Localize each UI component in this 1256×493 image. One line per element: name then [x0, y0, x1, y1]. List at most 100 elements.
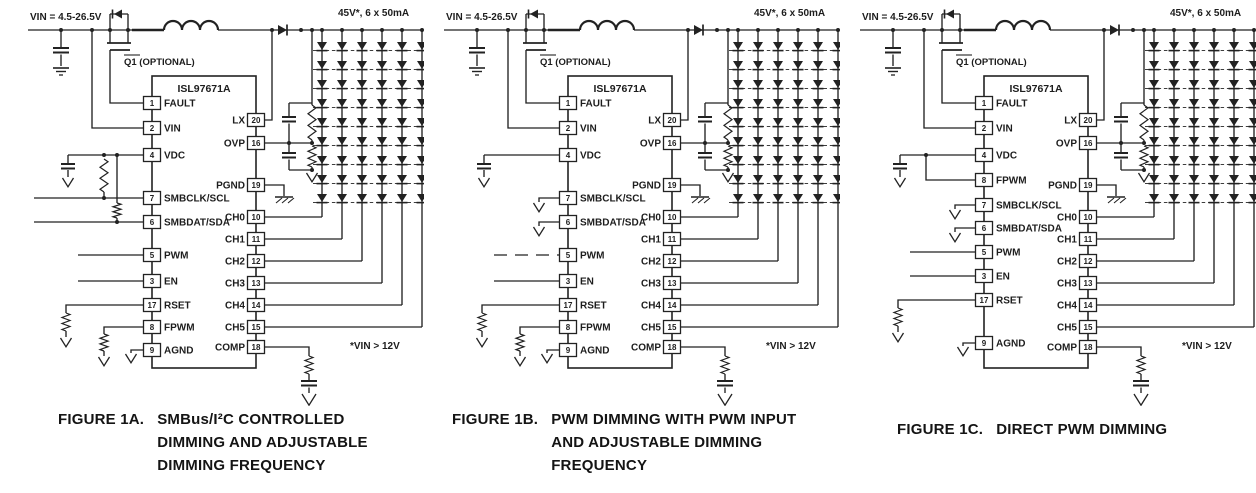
ic-title: ISL97671A — [593, 83, 647, 95]
pin-number-6: 6 — [566, 218, 571, 227]
caption-line: SMBus/I²C CONTROLLED — [157, 411, 345, 428]
q1-pass-fet: Q1 (OPTIONAL) — [107, 9, 195, 68]
pin-label-vin: VIN — [580, 124, 597, 135]
pin-number-4: 4 — [150, 151, 155, 160]
pin-box-fpwm — [558, 319, 578, 335]
pin-label-smbdat/sda: SMBDAT/SDA — [996, 224, 1062, 235]
q1-label: Q1 (OPTIONAL) — [540, 57, 611, 68]
pin-box-vin — [974, 120, 994, 136]
pin-label-rset: RSET — [164, 301, 191, 312]
pin-number-17: 17 — [564, 301, 573, 310]
pin-label-rset: RSET — [996, 296, 1023, 307]
pin-number-3: 3 — [150, 277, 155, 286]
vin-note: *VIN > 12V — [350, 341, 400, 352]
pin-box-agnd — [558, 342, 578, 358]
pin-box-pgnd — [662, 177, 682, 193]
caption-line: DIMMING FREQUENCY — [157, 457, 326, 474]
q1-pass-fet: Q1 (OPTIONAL) — [939, 9, 1027, 68]
pin-label-ch3: CH3 — [641, 279, 661, 290]
pin-box-smbdat/sda — [142, 214, 162, 230]
pin-number-5: 5 — [566, 251, 571, 260]
pin-box-smbclk/scl — [142, 190, 162, 206]
pin-number-11: 11 — [252, 235, 261, 244]
pin-number-3: 3 — [982, 272, 987, 281]
pin-box-ch0 — [246, 209, 266, 225]
pin-label-fault: FAULT — [164, 99, 195, 110]
pin-number-18: 18 — [668, 343, 677, 352]
pin-box-ch5 — [1078, 319, 1098, 335]
pin-box-lx — [662, 112, 682, 128]
pin-box-lx — [246, 112, 266, 128]
pin-number-9: 9 — [982, 339, 987, 348]
pin-box-ovp — [246, 135, 266, 151]
pin-label-vdc: VDC — [580, 151, 601, 162]
pin-label-ovp: OVP — [640, 139, 661, 150]
pin-box-ovp — [662, 135, 682, 151]
pin-box-fpwm — [142, 319, 162, 335]
pin-label-lx: LX — [648, 116, 661, 127]
pin-number-2: 2 — [982, 124, 987, 133]
pin-label-ovp: OVP — [224, 139, 245, 150]
pin-number-13: 13 — [1084, 279, 1093, 288]
pin-box-fault — [142, 95, 162, 111]
figure-1b-schematic: Q1 (OPTIONAL)VIN = 4.5-26.5VISL97671A20L… — [444, 8, 840, 406]
pin-box-fault — [974, 95, 994, 111]
figure-1b-caption: FIGURE 1B. PWM DIMMING WITH PWM INPUT AN… — [452, 408, 796, 477]
led-rating-label: 45V*, 6 x 50mA — [754, 8, 825, 19]
pin-number-18: 18 — [1084, 343, 1093, 352]
pin-number-1: 1 — [982, 99, 987, 108]
pin-label-vin: VIN — [164, 124, 181, 135]
ic-title: ISL97671A — [177, 83, 231, 95]
pin-label-agnd: AGND — [580, 346, 609, 357]
pin-box-ch4 — [246, 297, 266, 313]
pin-number-16: 16 — [252, 139, 261, 148]
pin-label-smbclk/scl: SMBCLK/SCL — [996, 201, 1062, 212]
pin-number-17: 17 — [148, 301, 157, 310]
pin-box-pwm — [558, 247, 578, 263]
pin-box-vdc — [142, 147, 162, 163]
pin-number-11: 11 — [1084, 235, 1093, 244]
pin-box-ch3 — [662, 275, 682, 291]
led-rating-label: 45V*, 6 x 50mA — [1170, 8, 1241, 19]
pin-number-6: 6 — [150, 218, 155, 227]
pin-label-ch0: CH0 — [641, 213, 661, 224]
pin-box-ch1 — [1078, 231, 1098, 247]
pin-box-lx — [1078, 112, 1098, 128]
figure-1a-schematic: Q1 (OPTIONAL)VIN = 4.5-26.5VISL97671A20L… — [28, 8, 424, 406]
pin-box-smbdat/sda — [974, 220, 994, 236]
pin-label-vdc: VDC — [164, 151, 185, 162]
pin-label-smbclk/scl: SMBCLK/SCL — [164, 194, 230, 205]
pin-box-ch2 — [246, 253, 266, 269]
pin-label-ch0: CH0 — [225, 213, 245, 224]
figure-1c-caption-label: FIGURE 1C. — [897, 421, 984, 438]
pin-number-7: 7 — [566, 194, 571, 203]
pin-number-7: 7 — [982, 201, 987, 210]
pin-number-5: 5 — [150, 251, 155, 260]
pin-box-en — [974, 268, 994, 284]
inductor — [162, 19, 220, 31]
pin-box-vdc — [974, 147, 994, 163]
pin-label-smbclk/scl: SMBCLK/SCL — [580, 194, 646, 205]
pin-box-ch1 — [246, 231, 266, 247]
pin-box-pwm — [974, 244, 994, 260]
inductor — [578, 19, 636, 31]
led-rating-label: 45V*, 6 x 50mA — [338, 8, 409, 19]
pin-label-agnd: AGND — [996, 339, 1025, 350]
pin-box-agnd — [142, 342, 162, 358]
figure-1c-schematic: Q1 (OPTIONAL)VIN = 4.5-26.5VISL97671A20L… — [860, 8, 1256, 406]
pin-box-ch2 — [1078, 253, 1098, 269]
pin-box-rset — [558, 297, 578, 313]
pin-number-16: 16 — [668, 139, 677, 148]
pin-box-ch5 — [662, 319, 682, 335]
pin-box-smbdat/sda — [558, 214, 578, 230]
pin-number-11: 11 — [668, 235, 677, 244]
vin-note: *VIN > 12V — [1182, 341, 1232, 352]
pin-label-ch2: CH2 — [641, 257, 661, 268]
pin-label-fault: FAULT — [996, 99, 1027, 110]
pin-number-9: 9 — [566, 346, 571, 355]
pin-label-ch1: CH1 — [1057, 235, 1077, 246]
pin-number-18: 18 — [252, 343, 261, 352]
pin-box-en — [558, 273, 578, 289]
pin-number-1: 1 — [150, 99, 155, 108]
pin-number-19: 19 — [252, 181, 261, 190]
